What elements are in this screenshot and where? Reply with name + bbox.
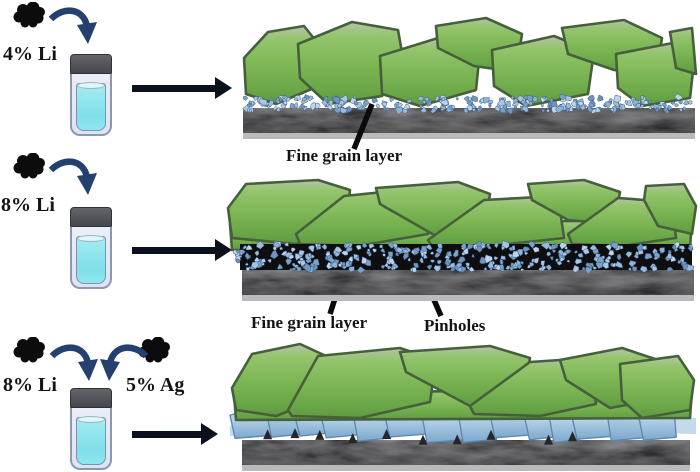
vial-liquid <box>76 235 106 284</box>
substrate <box>242 440 690 466</box>
precursor-label: 8% Li <box>1 194 55 216</box>
precursor-label: 8% Li <box>3 374 57 396</box>
fine-grain-layer-label: Fine grain layer <box>251 313 368 332</box>
fine-grain-layer-label: Fine grain layer <box>286 146 403 165</box>
vial-cap-icon <box>70 54 112 74</box>
vial-body <box>70 74 112 136</box>
substrate-edge <box>242 295 694 301</box>
vial-liquid <box>76 82 106 131</box>
vial-cap-icon <box>70 207 112 227</box>
fine-grain-layer <box>232 240 695 275</box>
vial-body <box>70 227 112 289</box>
substrate-edge <box>243 133 695 139</box>
vial-liquid <box>76 416 106 465</box>
pinholes-label: Pinholes <box>424 316 486 335</box>
precursor-label: 4% Li <box>3 43 57 65</box>
vial <box>70 388 112 470</box>
precursor-label: 5% Ag <box>126 374 185 396</box>
coarse-green-grains <box>226 178 698 252</box>
liquid-meniscus <box>77 416 105 423</box>
process-arrow-icon <box>132 239 232 261</box>
powder-cluster-icon <box>13 337 45 363</box>
process-arrow-icon <box>132 77 232 99</box>
coarse-green-grains <box>242 16 698 108</box>
vial-body <box>70 408 112 470</box>
fine-grain-layer <box>242 93 693 115</box>
liquid-meniscus <box>77 82 105 89</box>
scheme-row-3: 8% Li 5% Ag <box>0 335 700 472</box>
powder-cluster-icon <box>13 2 45 28</box>
film-illustration-8li <box>226 178 698 301</box>
vial <box>70 54 112 136</box>
coarse-green-grains <box>230 342 696 422</box>
liquid-meniscus <box>77 235 105 242</box>
substrate-edge <box>242 465 690 471</box>
process-arrow-icon <box>132 423 218 445</box>
scheme-row-2: 8% Li <box>0 150 700 300</box>
vial <box>70 207 112 289</box>
film-illustration-4li <box>242 16 698 139</box>
vial-cap-icon <box>70 388 112 408</box>
scheme-row-1: 4% Li <box>0 0 700 150</box>
film-illustration-8li-5ag <box>229 342 696 471</box>
substrate <box>243 108 695 134</box>
powder-cluster-icon <box>13 153 45 179</box>
substrate <box>242 270 694 296</box>
